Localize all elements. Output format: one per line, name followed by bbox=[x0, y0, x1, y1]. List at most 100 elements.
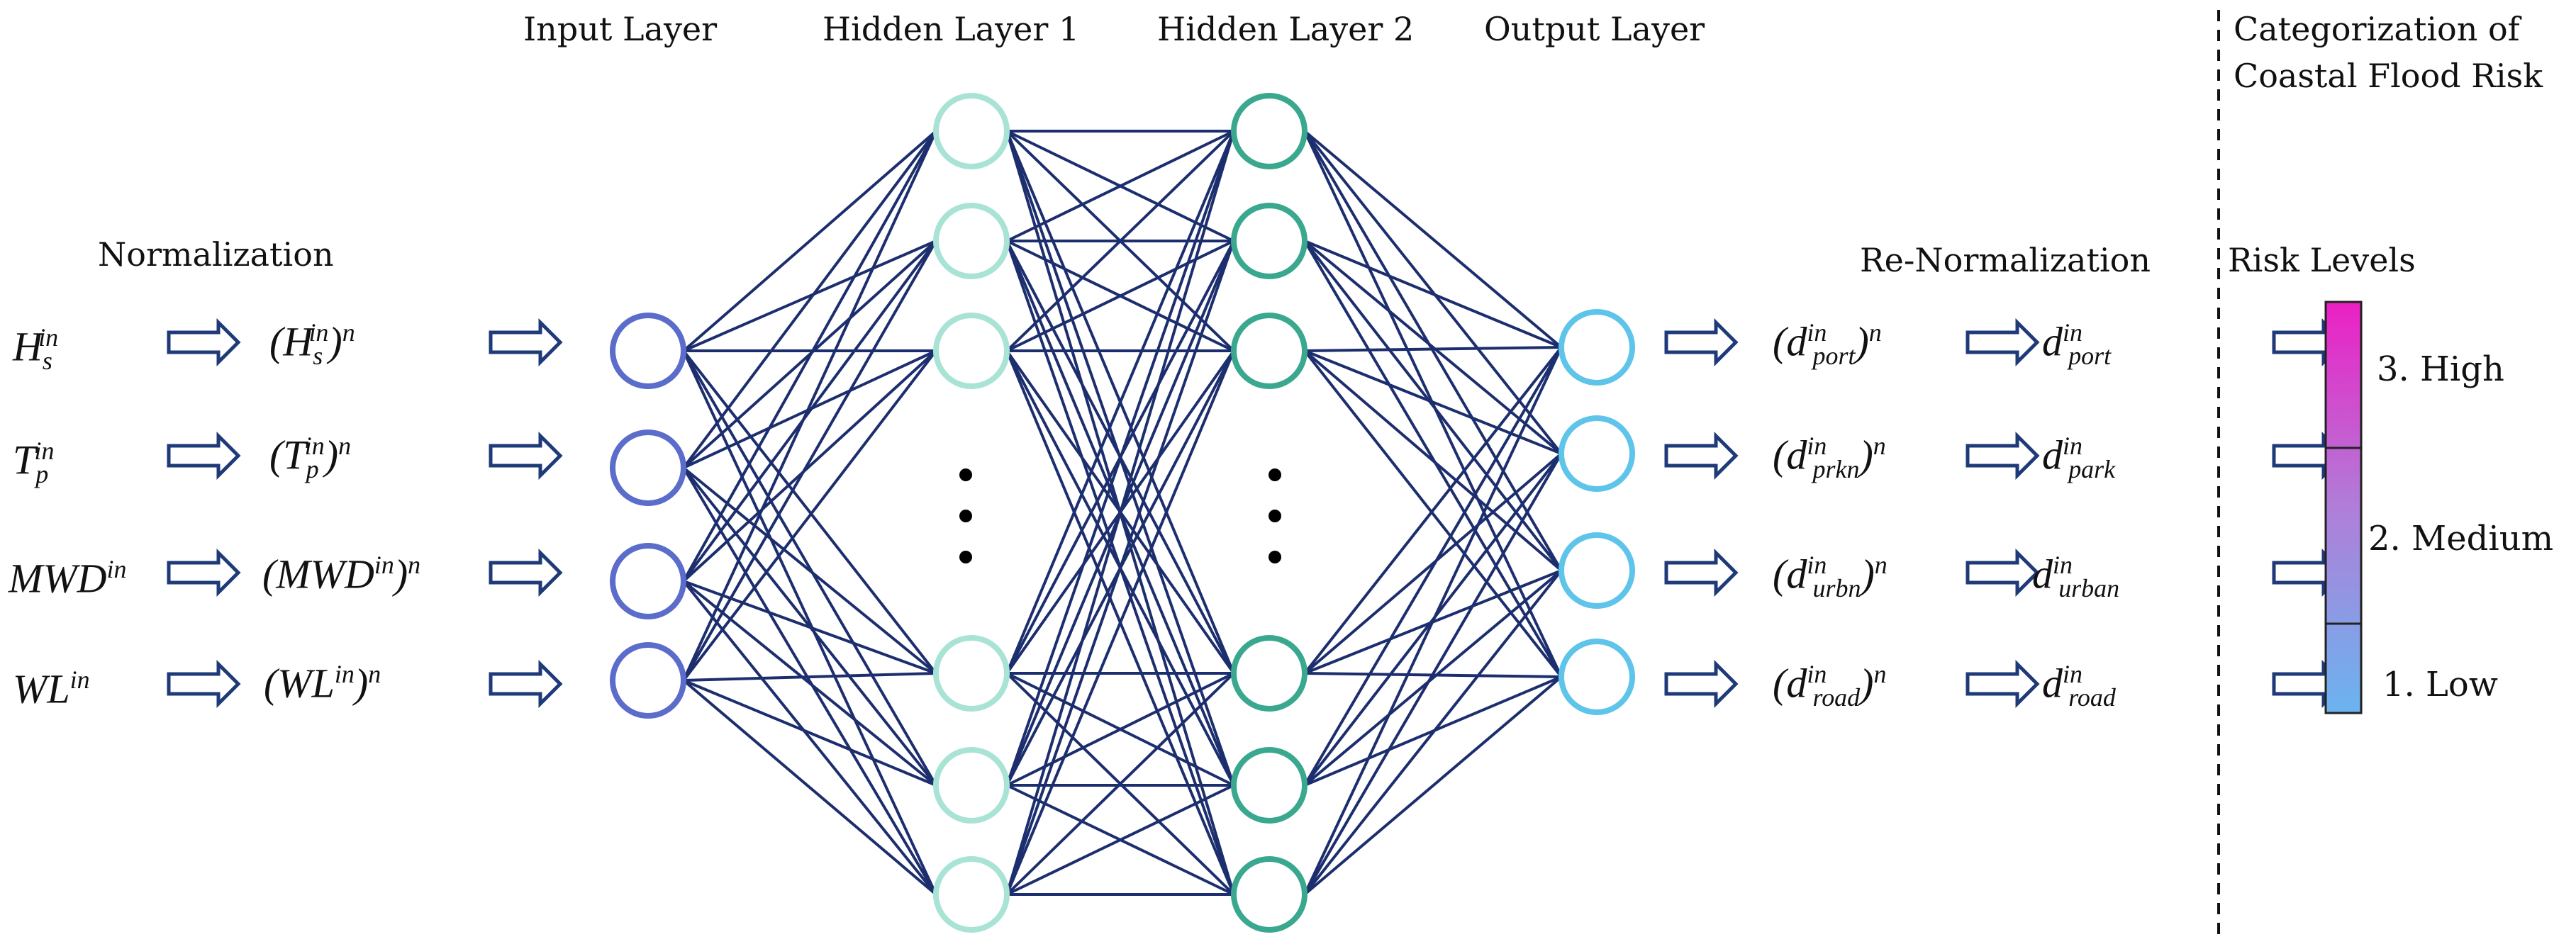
hidden1-node bbox=[933, 313, 1010, 389]
categorization-title-line2: Coastal Flood Risk bbox=[2234, 57, 2543, 95]
connection-line bbox=[1006, 784, 1234, 896]
hidden2-node bbox=[1231, 313, 1307, 389]
connection-line bbox=[682, 130, 937, 469]
flow-arrow-icon bbox=[489, 431, 563, 481]
output-node bbox=[1559, 639, 1635, 715]
normalization-title: Normalization bbox=[98, 235, 334, 274]
connection-line bbox=[1005, 672, 1235, 896]
flow-arrow-icon bbox=[1664, 548, 1739, 597]
network-edges bbox=[682, 130, 1563, 896]
connection-line bbox=[1304, 346, 1562, 352]
connection-line bbox=[682, 349, 937, 682]
flow-arrow-icon bbox=[1664, 659, 1739, 709]
connection-line bbox=[1005, 240, 1235, 895]
flow-arrow-icon bbox=[167, 548, 241, 597]
flow-arrow-icon bbox=[1966, 548, 2040, 597]
risk-level-colorbar bbox=[2324, 301, 2363, 714]
connection-line bbox=[683, 679, 937, 787]
connection-line bbox=[682, 349, 937, 583]
hidden1-node bbox=[933, 203, 1010, 279]
connection-line bbox=[1005, 130, 1235, 786]
normalized-var-hs: (Hsin)n bbox=[269, 318, 355, 370]
hidden2-node bbox=[1231, 635, 1307, 712]
risk-level-low: 1. Low bbox=[2382, 665, 2498, 704]
connection-line bbox=[682, 130, 937, 582]
ellipsis-dot bbox=[1269, 468, 1281, 481]
connection-line bbox=[1303, 346, 1563, 787]
normalized-output-urbn: (dinurbn)n bbox=[1773, 551, 1888, 602]
connection-line bbox=[1303, 349, 1563, 572]
connection-line bbox=[1303, 452, 1563, 675]
connection-line bbox=[1303, 130, 1563, 349]
connection-line bbox=[1006, 130, 1234, 242]
connection-line bbox=[1303, 569, 1563, 787]
connection-line bbox=[1005, 130, 1235, 674]
flow-arrow-icon bbox=[167, 431, 241, 481]
flow-arrow-icon bbox=[167, 318, 241, 367]
hidden-layer-2-title: Hidden Layer 2 bbox=[1157, 10, 1415, 48]
connection-line bbox=[682, 466, 937, 896]
input-node bbox=[610, 543, 686, 619]
hidden2-node bbox=[1231, 93, 1307, 169]
connection-line bbox=[682, 580, 937, 896]
hidden2-node bbox=[1231, 747, 1307, 824]
normalized-output-port: (dinport)n bbox=[1773, 318, 1882, 370]
connection-line bbox=[1304, 349, 1562, 455]
flow-arrow-icon bbox=[489, 659, 563, 709]
output-var-port: dinport bbox=[2042, 318, 2112, 370]
connection-line bbox=[682, 349, 937, 675]
output-var-park: dinpark bbox=[2042, 432, 2116, 483]
connection-line bbox=[682, 240, 937, 681]
flow-arrow-icon bbox=[167, 659, 241, 709]
flow-arrow-icon bbox=[1664, 318, 1739, 367]
ellipsis-dot bbox=[959, 551, 972, 563]
hidden1-node bbox=[933, 93, 1010, 169]
input-var-wl: WLin bbox=[13, 666, 90, 712]
risk-level-medium: 2. Medium bbox=[2368, 519, 2554, 558]
connection-line bbox=[1303, 569, 1563, 896]
ellipsis-dot bbox=[959, 468, 972, 481]
hidden-layer-1-title: Hidden Layer 1 bbox=[823, 10, 1080, 48]
output-var-urban: dinurban bbox=[2032, 551, 2120, 602]
hidden2-node bbox=[1231, 856, 1307, 933]
input-layer-title: Input Layer bbox=[523, 10, 718, 48]
input-var-hs: Hsin bbox=[13, 323, 59, 375]
connection-line bbox=[683, 672, 937, 682]
normalized-var-tp: (Tpin)n bbox=[269, 432, 352, 483]
connection-line bbox=[682, 130, 937, 352]
network-nodes bbox=[610, 93, 1635, 933]
output-layer-title: Output Layer bbox=[1484, 10, 1705, 48]
output-var-road: dinroad bbox=[2042, 660, 2116, 712]
connection-line bbox=[682, 679, 937, 896]
connection-line bbox=[1303, 347, 1563, 895]
input-var-mwd: MWDin bbox=[9, 555, 127, 602]
normalized-var-wl: (WLin)n bbox=[264, 660, 381, 707]
connection-line bbox=[1005, 130, 1235, 352]
normalized-output-road: (dinroad)n bbox=[1773, 660, 1887, 712]
flow-arrow-icon bbox=[1664, 431, 1739, 481]
connection-line bbox=[1303, 452, 1563, 896]
connection-line bbox=[1005, 130, 1235, 895]
connection-line bbox=[682, 350, 937, 895]
hidden1-node bbox=[933, 635, 1010, 712]
categorization-title-line1: Categorization of bbox=[2234, 10, 2520, 48]
normalized-output-prkn: (dinprkn)n bbox=[1773, 432, 1886, 483]
connection-line bbox=[1005, 350, 1235, 895]
connection-line bbox=[682, 130, 937, 681]
connection-line bbox=[682, 580, 937, 787]
connection-line bbox=[682, 240, 937, 583]
connection-line bbox=[1303, 675, 1563, 896]
connection-line bbox=[1303, 349, 1563, 678]
normalized-var-mwd: (MWDin)n bbox=[262, 551, 421, 597]
connection-line bbox=[1303, 346, 1563, 675]
flow-arrow-icon bbox=[1966, 659, 2040, 709]
output-node bbox=[1559, 532, 1635, 609]
input-node bbox=[610, 313, 686, 389]
connection-line bbox=[682, 349, 937, 787]
connection-line bbox=[683, 240, 937, 352]
output-node bbox=[1559, 415, 1635, 492]
flow-arrow-icon bbox=[489, 318, 563, 367]
risk-levels-title: Risk Levels bbox=[2228, 241, 2416, 279]
ellipsis-dots bbox=[959, 468, 1281, 563]
